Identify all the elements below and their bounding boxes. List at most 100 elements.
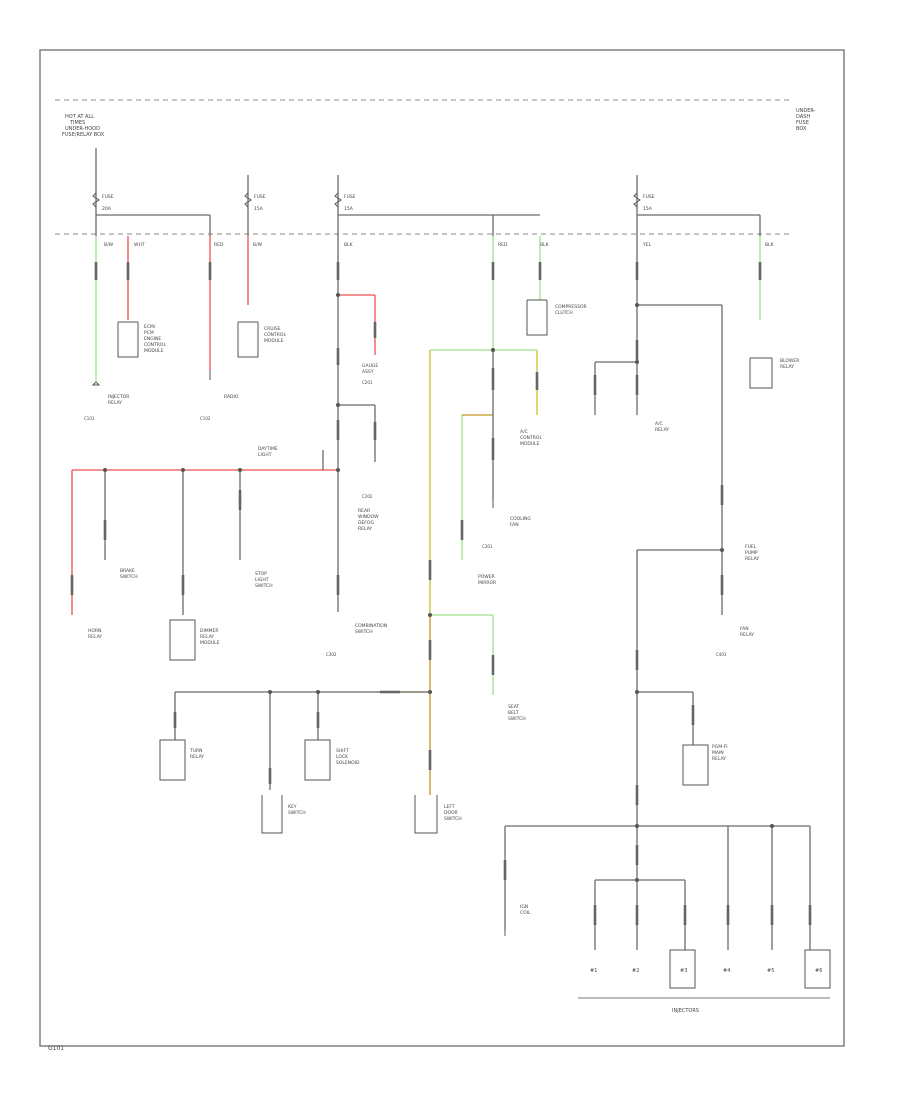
label-shift-lock: SHIFT LOCK SOLENOID	[336, 748, 360, 766]
label-gauge-assembly: GAUGE ASSY	[362, 363, 378, 375]
svg-text:BLK: BLK	[540, 242, 550, 248]
svg-text:20A: 20A	[102, 206, 112, 212]
svg-text:DEFOG: DEFOG	[358, 520, 374, 526]
svg-text:COMPRESSOR: COMPRESSOR	[555, 304, 587, 310]
svg-text:#2: #2	[632, 968, 639, 974]
svg-text:RELAY: RELAY	[200, 634, 214, 640]
label-injector-relay: INJECTOR RELAY	[108, 394, 129, 406]
svg-text:MODULE: MODULE	[200, 640, 220, 646]
svg-text:BOX: BOX	[796, 126, 807, 132]
svg-text:PCM: PCM	[144, 330, 154, 336]
svg-text:SHIFT: SHIFT	[336, 748, 349, 754]
svg-text:ENGINE: ENGINE	[144, 336, 161, 342]
label-compressor-clutch: COMPRESSOR CLUTCH	[555, 304, 587, 316]
svg-text:15A: 15A	[344, 206, 354, 212]
svg-text:RELAY: RELAY	[655, 427, 669, 433]
svg-text:REAR: REAR	[358, 508, 370, 514]
label-pgm-fi-relay: PGM-FI MAIN RELAY	[712, 744, 728, 762]
svg-text:SWITCH: SWITCH	[508, 716, 526, 722]
connector-codes: B/W WHT RED B/W BLK RED BLK YEL BLK	[104, 242, 775, 248]
svg-text:WINDOW: WINDOW	[358, 514, 379, 520]
label-horn-relay: HORN RELAY	[88, 628, 102, 640]
connector-ticks	[70, 262, 812, 925]
svg-text:FAN: FAN	[510, 522, 519, 528]
svg-text:BLOWER: BLOWER	[780, 358, 799, 364]
svg-text:B/W: B/W	[104, 242, 114, 248]
svg-text:C101: C101	[84, 416, 95, 421]
svg-text:YEL: YEL	[642, 242, 652, 248]
svg-text:RED: RED	[498, 242, 508, 248]
svg-text:HOT AT ALL: HOT AT ALL	[65, 114, 94, 120]
svg-text:C401: C401	[716, 652, 727, 657]
top-left-label: HOT AT ALL TIMES UNDER-HOOD FUSE/RELAY B…	[62, 114, 105, 138]
gray-wires	[104, 236, 811, 950]
svg-text:FUSE: FUSE	[344, 194, 356, 200]
label-daytime-light: DAYTIME LIGHT	[258, 446, 278, 458]
svg-text:MODULE: MODULE	[144, 348, 164, 354]
svg-text:RELAY: RELAY	[358, 526, 372, 532]
svg-text:DASH: DASH	[796, 114, 810, 120]
svg-text:RELAY: RELAY	[88, 634, 102, 640]
svg-text:COMBINATION: COMBINATION	[355, 623, 387, 629]
injectors-label: INJECTORS	[672, 1008, 699, 1014]
svg-text:LOCK: LOCK	[336, 754, 349, 760]
svg-text:MIRROR: MIRROR	[478, 580, 496, 586]
label-cruise-module: CRUISE CONTROL MODULE	[264, 326, 286, 344]
label-ign-coil: IGN COIL	[520, 904, 531, 916]
svg-text:LIGHT: LIGHT	[255, 577, 269, 583]
label-stop-light: STOP LIGHT SWITCH	[255, 571, 273, 589]
label-turn-relay: TURN RELAY	[189, 748, 204, 760]
svg-text:15A: 15A	[643, 206, 653, 212]
svg-text:RELAY: RELAY	[712, 756, 726, 762]
svg-text:ASSY: ASSY	[362, 369, 374, 375]
label-cooling-fan: COOLING FAN	[510, 516, 531, 528]
svg-text:C102: C102	[200, 416, 211, 421]
splice-labels: C101 C102 C201 C202 C301 C302 C401	[84, 380, 727, 657]
svg-text:SWITCH: SWITCH	[288, 810, 306, 816]
svg-text:C201: C201	[362, 380, 373, 385]
fuse-symbols	[92, 192, 641, 208]
svg-text:RELAY: RELAY	[780, 364, 794, 370]
svg-text:POWER: POWER	[478, 574, 495, 580]
fuse-labels: FUSE 20A FUSE 15A FUSE 15A FUSE 15A	[102, 194, 655, 212]
top-right-label: UNDER- DASH FUSE BOX	[796, 108, 816, 132]
svg-text:SWITCH: SWITCH	[120, 574, 138, 580]
label-dimmer-relay: DIMMER RELAY MODULE	[200, 628, 220, 646]
svg-text:BRAKE: BRAKE	[120, 568, 135, 574]
label-ecu: ECM/ PCM ENGINE CONTROL MODULE	[144, 324, 166, 354]
svg-text:SWITCH: SWITCH	[255, 583, 273, 589]
svg-text:C302: C302	[326, 652, 337, 657]
junction-dots	[103, 293, 774, 882]
svg-text:TURN: TURN	[189, 748, 203, 754]
svg-text:RED: RED	[214, 242, 224, 248]
svg-text:PUMP: PUMP	[745, 550, 758, 556]
svg-text:MAIN: MAIN	[712, 750, 724, 756]
component-boxes	[117, 299, 831, 989]
svg-text:FUSE: FUSE	[254, 194, 266, 200]
svg-text:BELT: BELT	[508, 710, 519, 716]
svg-text:IGN: IGN	[520, 904, 528, 910]
svg-text:#4: #4	[723, 968, 730, 974]
svg-text:SWITCH: SWITCH	[444, 816, 462, 822]
fuse-stems	[95, 148, 761, 236]
ground-symbols	[91, 370, 506, 936]
svg-text:COIL: COIL	[520, 910, 531, 916]
svg-text:RADIO: RADIO	[224, 394, 239, 400]
svg-text:HORN: HORN	[88, 628, 101, 634]
svg-text:DIMMER: DIMMER	[200, 628, 219, 634]
label-fan-relay: FAN RELAY	[740, 626, 754, 638]
svg-text:DAYTIME: DAYTIME	[258, 446, 278, 452]
label-ac-control: A/C CONTROL MODULE	[520, 429, 542, 447]
label-radio: RADIO	[224, 394, 239, 400]
svg-text:BLK: BLK	[765, 242, 775, 248]
svg-text:FUSE: FUSE	[102, 194, 114, 200]
svg-text:UNDER-HOOD: UNDER-HOOD	[65, 126, 100, 132]
red-wires	[71, 236, 376, 615]
svg-text:LEFT: LEFT	[444, 804, 455, 810]
svg-text:ECM/: ECM/	[144, 324, 156, 330]
svg-text:FUEL: FUEL	[745, 544, 757, 550]
svg-text:#1: #1	[590, 968, 597, 974]
svg-text:COOLING: COOLING	[510, 516, 531, 522]
injector-labels: #1 #2 #3 #4 #5 #6	[590, 968, 822, 974]
